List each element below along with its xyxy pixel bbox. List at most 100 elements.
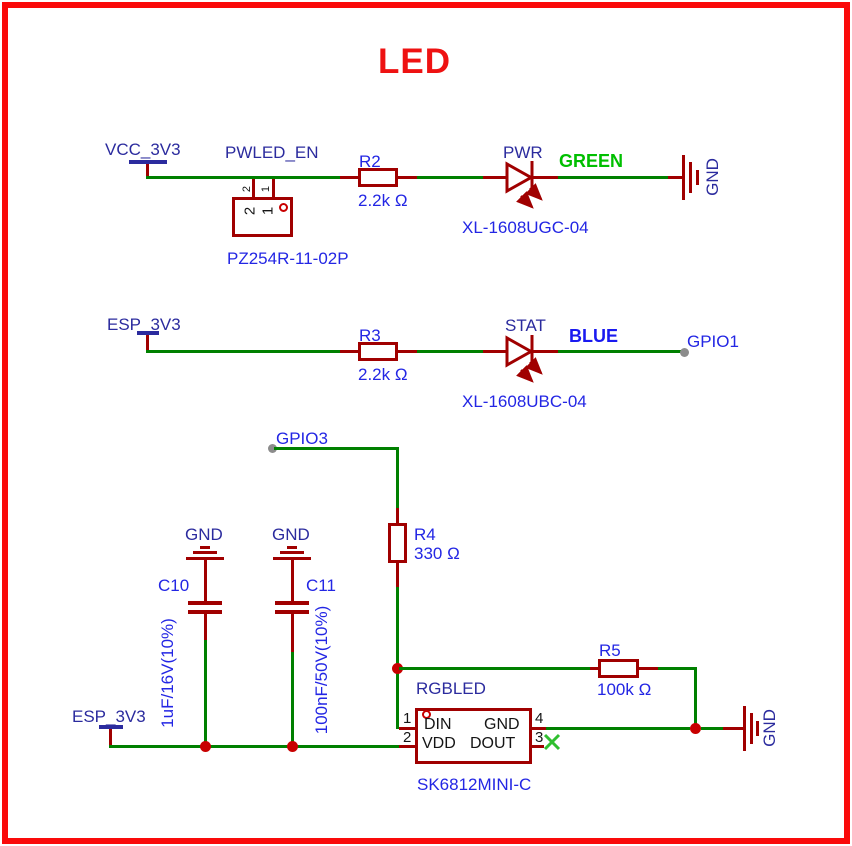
gnd-symbol-bar bbox=[186, 557, 224, 560]
resistor-value-r5: 100k Ω bbox=[597, 680, 652, 699]
gnd-symbol-bar bbox=[273, 557, 311, 560]
wire-segment bbox=[204, 560, 207, 602]
power-flag-esp3v3-label: ESP_3V3 bbox=[72, 707, 146, 726]
capacitor-plate-c11 bbox=[275, 610, 309, 614]
capacitor-ref-c10: C10 bbox=[158, 576, 190, 595]
gnd-symbol-bar bbox=[743, 706, 746, 751]
wire-segment bbox=[396, 587, 399, 729]
capacitor-ref-c11: C11 bbox=[306, 576, 336, 595]
wire-segment bbox=[639, 667, 658, 670]
wire-segment bbox=[483, 176, 507, 179]
wire-segment bbox=[204, 614, 207, 640]
net-port-dot bbox=[268, 444, 277, 453]
gnd-symbol-bar bbox=[682, 155, 685, 200]
power-flag-vcc3v3-label: VCC_3V3 bbox=[105, 140, 181, 159]
sheet-title: LED bbox=[378, 42, 451, 81]
wire-segment bbox=[532, 350, 558, 353]
ic-pin-stub bbox=[399, 727, 415, 730]
wire-segment bbox=[417, 176, 483, 179]
led-part-label: XL-1608UGC-04 bbox=[462, 218, 589, 237]
ic-pin-name-din: DIN bbox=[424, 716, 452, 733]
wire-segment bbox=[701, 727, 723, 730]
capacitor-plate-c10 bbox=[188, 610, 222, 614]
wire-segment bbox=[340, 350, 358, 353]
wire-segment bbox=[398, 176, 417, 179]
capacitor-value-c10: 1uF/16V(10%) bbox=[158, 618, 178, 728]
junction-dot bbox=[690, 723, 701, 734]
connector-part-label: PZ254R-11-02P bbox=[227, 249, 349, 268]
power-flag-vcc3v3-bar bbox=[129, 160, 167, 164]
wire-segment bbox=[398, 350, 417, 353]
resistor-value-r4: 330 Ω bbox=[414, 544, 460, 563]
ic-pin-stub bbox=[532, 745, 544, 748]
ic-pin-stub bbox=[532, 727, 546, 730]
wire-segment bbox=[483, 350, 507, 353]
gnd-symbol-bar bbox=[756, 721, 759, 736]
gnd-symbol-bar bbox=[193, 551, 217, 554]
ic-pin-stub bbox=[399, 745, 415, 748]
wire-segment bbox=[532, 176, 558, 179]
gnd-label: GND bbox=[760, 709, 780, 747]
wire-segment bbox=[146, 335, 149, 351]
gnd-label: GND bbox=[272, 525, 310, 544]
net-label-gpio1: GPIO1 bbox=[687, 332, 739, 351]
resistor-body-r4 bbox=[388, 523, 407, 563]
connector-pin1-marker bbox=[279, 203, 288, 212]
resistor-ref-r5: R5 bbox=[599, 641, 621, 660]
wire-segment bbox=[694, 668, 697, 727]
wire-segment bbox=[658, 667, 697, 670]
junction-dot bbox=[392, 663, 403, 674]
junction-dot bbox=[200, 741, 211, 752]
capacitor-plate-c10 bbox=[188, 601, 222, 605]
gnd-symbol-bar bbox=[200, 546, 210, 549]
resistor-body-r3 bbox=[358, 342, 398, 361]
gnd-symbol-bar bbox=[689, 162, 692, 193]
led-color-label-blue: BLUE bbox=[569, 326, 618, 346]
ic-pin-number: 2 bbox=[403, 729, 412, 746]
resistor-ref-r3: R3 bbox=[359, 326, 381, 345]
wire-segment bbox=[723, 727, 744, 730]
wire-segment bbox=[204, 640, 207, 747]
net-label-gpio3: GPIO3 bbox=[276, 429, 328, 448]
gnd-symbol-bar bbox=[750, 713, 753, 744]
power-flag-esp3v3-label: ESP_3V3 bbox=[107, 315, 181, 334]
wire-segment bbox=[291, 652, 294, 747]
led-part-label: XL-1608UBC-04 bbox=[462, 392, 587, 411]
connector-pin-stub bbox=[252, 179, 255, 197]
ic-pin-name-dout: DOUT bbox=[470, 735, 516, 752]
led-color-label-green: GREEN bbox=[559, 151, 624, 171]
led-ref-pwr: PWR bbox=[503, 143, 543, 162]
ic-pin-name-vdd: VDD bbox=[422, 735, 456, 752]
wire-segment bbox=[146, 176, 340, 179]
power-flag-esp3v3-bar bbox=[137, 331, 159, 335]
wire-segment bbox=[546, 727, 690, 730]
net-port-dot bbox=[680, 348, 689, 357]
connector-inner-pin-number: 1 bbox=[259, 206, 277, 216]
wire-segment bbox=[396, 508, 399, 523]
gnd-symbol-bar bbox=[696, 170, 699, 185]
resistor-body-r2 bbox=[358, 168, 398, 187]
connector-pin-number: 1 bbox=[260, 185, 272, 193]
connector-inner-pin-number: 2 bbox=[241, 206, 259, 216]
ic-pin-number: 4 bbox=[535, 710, 544, 727]
gnd-symbol-bar bbox=[280, 551, 304, 554]
wire-segment bbox=[399, 667, 590, 670]
ic-ref-rgbled: RGBLED bbox=[416, 679, 486, 698]
capacitor-plate-c11 bbox=[275, 601, 309, 605]
resistor-ref-r2: R2 bbox=[359, 152, 381, 171]
resistor-value-r3: 2.2k Ω bbox=[358, 365, 408, 384]
wire-segment bbox=[109, 745, 399, 748]
resistor-value-r2: 2.2k Ω bbox=[358, 191, 408, 210]
wire-segment bbox=[590, 667, 598, 670]
wire-segment bbox=[274, 447, 398, 450]
wire-segment bbox=[396, 563, 399, 587]
wire-segment bbox=[291, 614, 294, 652]
gnd-label: GND bbox=[703, 158, 723, 196]
connector-pin-stub bbox=[272, 179, 275, 197]
net-label-pwled-en: PWLED_EN bbox=[225, 143, 319, 162]
wire-segment bbox=[558, 176, 668, 179]
power-flag-esp3v3-bar bbox=[99, 725, 123, 729]
wire-segment bbox=[668, 176, 684, 179]
led-ref-stat: STAT bbox=[505, 316, 546, 335]
